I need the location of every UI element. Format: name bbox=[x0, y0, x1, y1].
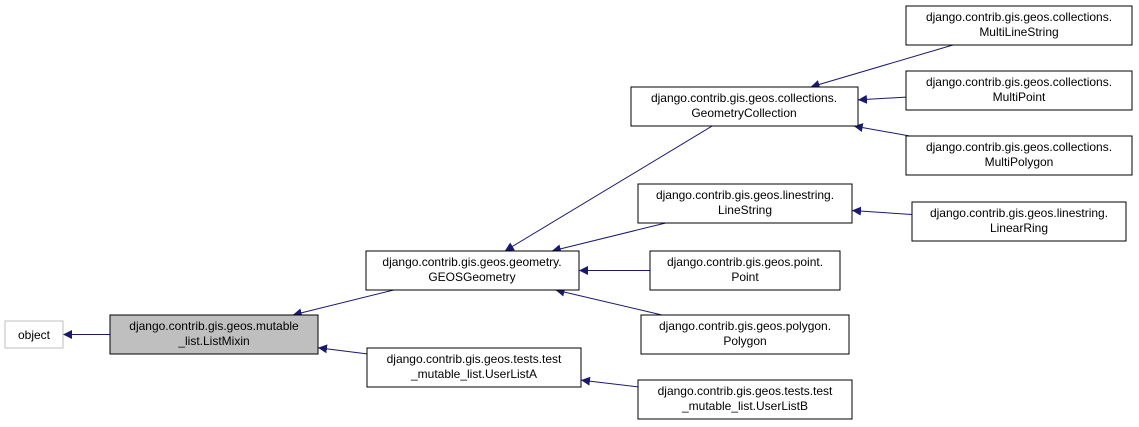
node-label-line-1: django.contrib.gis.geos.linestring. bbox=[930, 206, 1108, 220]
node-label-line-1: django.contrib.gis.geos.collections. bbox=[651, 91, 837, 105]
node-label-line-1: django.contrib.gis.geos.collections. bbox=[926, 75, 1112, 89]
class-node-multilinestring[interactable]: django.contrib.gis.geos.collections. Mul… bbox=[905, 5, 1133, 46]
node-label-line-1: django.contrib.gis.geos.collections. bbox=[926, 140, 1112, 154]
class-node-linearring[interactable]: django.contrib.gis.geos.linestring. Line… bbox=[911, 201, 1127, 242]
node-label-line-2: LineString bbox=[718, 203, 772, 217]
node-label-line-2: LinearRing bbox=[990, 221, 1048, 235]
inheritance-edge-geometrycollection-to-geosgeometry bbox=[504, 125, 713, 252]
node-label-line-1: django.contrib.gis.geos.mutable bbox=[129, 319, 299, 333]
class-node-point[interactable]: django.contrib.gis.geos.point. Point bbox=[649, 250, 841, 291]
node-label-line-1: django.contrib.gis.geos.linestring. bbox=[656, 188, 834, 202]
node-label-line-2: GEOSGeometry bbox=[428, 270, 515, 284]
node-label-line-2: MultiPoint bbox=[993, 90, 1046, 104]
class-node-geometrycollection[interactable]: django.contrib.gis.geos.collections. Geo… bbox=[630, 86, 859, 127]
inheritance-edge-linestring-to-geosgeometry bbox=[551, 222, 666, 254]
node-label-line-1: object bbox=[18, 328, 51, 342]
inheritance-edge-multipoint-to-geometrycollection bbox=[857, 94, 907, 104]
node-label-line-2: MultiPolygon bbox=[985, 155, 1054, 169]
node-label-line-2: GeometryCollection bbox=[691, 106, 796, 120]
inheritance-edge-multipolygon-to-geometrycollection bbox=[853, 123, 910, 137]
class-node-multipolygon[interactable]: django.contrib.gis.geos.collections. Mul… bbox=[905, 135, 1133, 176]
class-node-polygon[interactable]: django.contrib.gis.geos.polygon. Polygon bbox=[640, 314, 850, 355]
node-label-line-1: django.contrib.gis.geos.point. bbox=[667, 255, 823, 269]
node-label-line-1: django.contrib.gis.geos.polygon. bbox=[659, 319, 831, 333]
node-label-line-2: _mutable_list.UserListB bbox=[681, 399, 808, 413]
class-node-multipoint[interactable]: django.contrib.gis.geos.collections. Mul… bbox=[905, 70, 1133, 111]
class-node-userlistb[interactable]: django.contrib.gis.geos.tests.test _muta… bbox=[637, 379, 853, 420]
inheritance-edge-userlista-to-listmixin bbox=[317, 344, 368, 355]
inheritance-edge-geosgeometry-to-listmixin bbox=[292, 289, 394, 318]
class-node-userlista[interactable]: django.contrib.gis.geos.tests.test _muta… bbox=[366, 347, 582, 388]
inheritance-edge-linearring-to-linestring bbox=[851, 206, 913, 216]
node-label-line-2: Polygon bbox=[723, 334, 766, 348]
inheritance-edge-userlistb-to-userlista bbox=[580, 376, 639, 388]
class-node-linestring[interactable]: django.contrib.gis.geos.linestring. Line… bbox=[637, 183, 853, 224]
node-label-line-2: _mutable_list.UserListA bbox=[410, 367, 537, 381]
inheritance-edge-polygon-to-geosgeometry bbox=[555, 287, 663, 316]
class-node-listmixin[interactable]: django.contrib.gis.geos.mutable _list.Li… bbox=[109, 314, 319, 355]
node-label-line-2: _list.ListMixin bbox=[177, 334, 249, 348]
class-node-object[interactable]: object bbox=[4, 320, 64, 349]
node-label-line-1: django.contrib.gis.geos.collections. bbox=[926, 10, 1112, 24]
node-label-line-2: Point bbox=[731, 270, 759, 284]
inheritance-edge-multilinestring-to-geometrycollection bbox=[810, 44, 954, 89]
node-label-line-1: django.contrib.gis.geos.geometry. bbox=[382, 255, 561, 269]
nodes: object django.contrib.gis.geos.mutable _… bbox=[4, 5, 1133, 420]
edges bbox=[63, 44, 954, 388]
node-label-line-1: django.contrib.gis.geos.tests.test bbox=[387, 352, 562, 366]
node-label-line-2: MultiLineString bbox=[979, 25, 1058, 39]
node-label-line-1: django.contrib.gis.geos.tests.test bbox=[658, 384, 833, 398]
class-node-geosgeometry[interactable]: django.contrib.gis.geos.geometry. GEOSGe… bbox=[365, 250, 580, 291]
